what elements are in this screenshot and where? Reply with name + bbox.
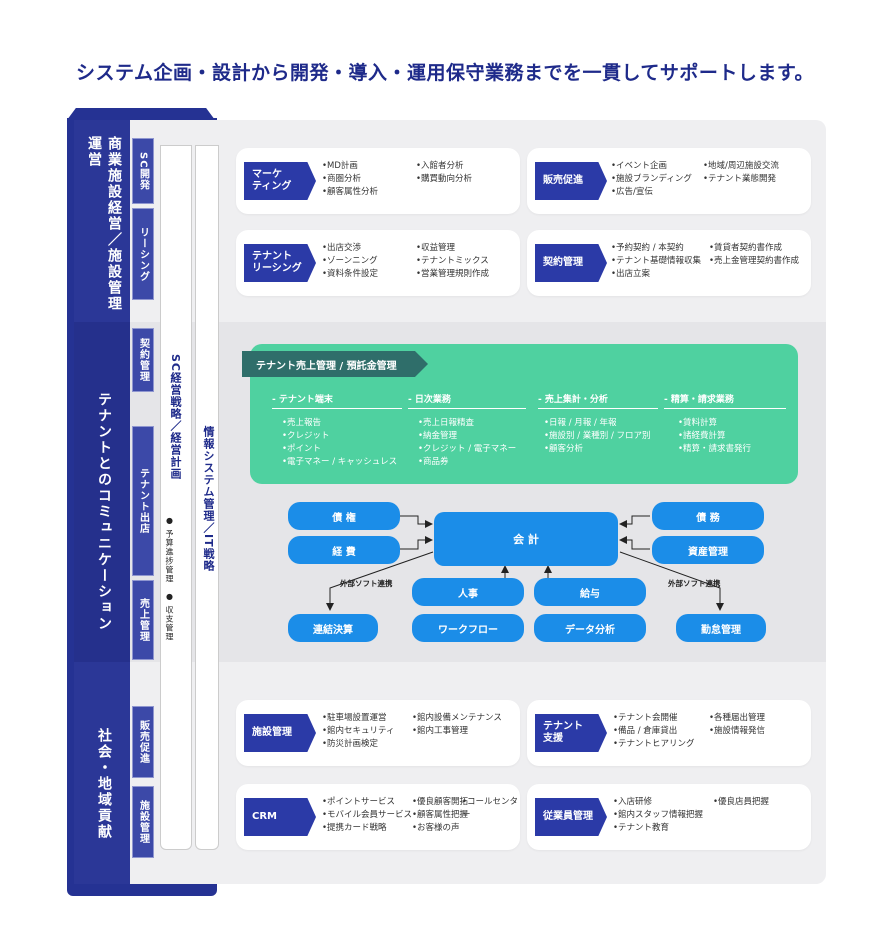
- node-payroll: 給与: [534, 578, 646, 606]
- card-tag: テナント リーシング: [244, 244, 316, 282]
- card-employee-management: 従業員管理 •入店研修•館内スタッフ情報把握•テナント教育 •優良店員把握: [527, 784, 811, 850]
- card-crm: CRM •ポイントサービス•モバイル会員サービス•提携カード戦略 •優良顧客開拓…: [236, 784, 520, 850]
- card-col2: •収益管理•テナントミックス•営業管理規則作成: [416, 243, 490, 279]
- card-col2: •入館者分析•購買動向分析: [416, 161, 473, 184]
- chevron-promotion: 販売促進: [132, 706, 154, 778]
- card-tenant-support: テナント 支援 •テナント会開催•備品 / 倉庫貸出•テナントヒアリング •各種…: [527, 700, 811, 766]
- chevron-sales: 売上管理: [132, 580, 154, 660]
- green-col-head: - テナント端末: [272, 392, 402, 409]
- card-col2: •各種届出管理•施設情報発信: [709, 713, 766, 736]
- node-attendance: 勤怠管理: [676, 614, 766, 642]
- card-tag: 契約管理: [535, 244, 607, 282]
- card-sales-promotion: 販売促進 •イベント企画•施設ブランディング•広告/宣伝 •地域/周辺施設交流•…: [527, 148, 811, 214]
- node-receivables: 債 権: [288, 502, 400, 530]
- it-column: 情報システム管理／IT戦略: [195, 145, 219, 850]
- sales-management-title: テナント売上管理 / 預託金管理: [242, 351, 428, 377]
- card-col1: •出店交渉•ゾーンニング•資料条件設定: [322, 243, 379, 279]
- green-col-head: - 精算・請求業務: [664, 392, 786, 409]
- frame-top: [67, 108, 215, 120]
- green-col-head: - 日次業務: [408, 392, 526, 409]
- section-tenant-communication: テナントとのコミュニケーション: [74, 322, 130, 662]
- card-col3: •コールセンター: [462, 797, 519, 820]
- strategy-item: ● 収支管理: [165, 592, 174, 642]
- node-consolidated-accounts: 連結決算: [288, 614, 378, 642]
- card-col1: •入店研修•館内スタッフ情報把握•テナント教育: [613, 797, 704, 833]
- green-col-list: •日報 / 月報 / 年報•施設別 / 業種別 / フロア別•顧客分析: [544, 418, 651, 454]
- card-tag: 従業員管理: [535, 798, 607, 836]
- card-tag: CRM: [244, 798, 316, 836]
- card-col1: •ポイントサービス•モバイル会員サービス•提携カード戦略: [322, 797, 413, 833]
- section-community: 社会・地域貢献: [74, 662, 130, 884]
- node-hr: 人事: [412, 578, 524, 606]
- card-facility-management: 施設管理 •駐車場設置運営•館内セキュリティ•防災計画検定 •館内設備メンテナン…: [236, 700, 520, 766]
- card-tenant-leasing: テナント リーシング •出店交渉•ゾーンニング•資料条件設定 •収益管理•テナン…: [236, 230, 520, 296]
- card-tag: マーケ ティング: [244, 162, 316, 200]
- card-col2: •賃貸者契約書作成•売上金管理契約書作成: [709, 243, 800, 266]
- node-workflow: ワークフロー: [412, 614, 524, 642]
- node-payables: 債 務: [652, 502, 764, 530]
- green-col-list: •売上報告•クレジット•ポイント•電子マネー / キャッシュレス: [282, 418, 398, 467]
- node-expenses: 経 費: [288, 536, 400, 564]
- node-data-analysis: データ分析: [534, 614, 646, 642]
- section-label: 社会・地域貢献: [96, 728, 112, 840]
- process-chevrons: SC開発 リーシング 契約管理 テナント出店 売上管理 販売促進 施設管理: [132, 138, 154, 860]
- chevron-tenant-opening: テナント出店: [132, 426, 154, 576]
- chevron-facility: 施設管理: [132, 786, 154, 858]
- chevron-contract: 契約管理: [132, 328, 154, 392]
- section-label: テナントとのコミュニケーション: [96, 392, 112, 632]
- card-col1: •テナント会開催•備品 / 倉庫貸出•テナントヒアリング: [613, 713, 695, 749]
- external-link-note: 外部ソフト連携: [340, 579, 393, 588]
- strategy-column: SC経営戦略／経営計画 ● 予算進捗管理 ● 収支管理: [160, 145, 192, 850]
- card-col2: •館内設備メンテナンス•館内工事管理: [412, 713, 502, 736]
- it-title: 情報システム管理／IT戦略: [202, 426, 215, 572]
- green-col-list: •売上日報精査•納金管理•クレジット / 電子マネー•商品券: [418, 418, 517, 467]
- card-col1: •駐車場設置運営•館内セキュリティ•防災計画検定: [322, 713, 395, 749]
- green-col-list: •賃料計算•諸経費計算•精算・請求書発行: [678, 418, 752, 454]
- chevron-sc-development: SC開発: [132, 138, 154, 204]
- section-management: 商業施設経営／施設管理運営: [74, 120, 130, 322]
- card-contract: 契約管理 •予約契約 / 本契約•テナント基礎情報収集•出店立案 •賃貸者契約書…: [527, 230, 811, 296]
- chevron-leasing: リーシング: [132, 208, 154, 300]
- page-title: システム企画・設計から開発・導入・運用保守業務までを一貫してサポートします。: [76, 62, 814, 84]
- section-label: 商業施設経営／施設管理運営: [86, 136, 122, 312]
- card-marketing: マーケ ティング •MD計画•商圏分析•顧客属性分析 •入館者分析•購買動向分析: [236, 148, 520, 214]
- card-col1: •MD計画•商圏分析•顧客属性分析: [322, 161, 379, 197]
- card-col1: •予約契約 / 本契約•テナント基礎情報収集•出店立案: [611, 243, 702, 279]
- node-asset-management: 資産管理: [652, 536, 764, 564]
- card-tag: 販売促進: [535, 162, 607, 200]
- external-link-note: 外部ソフト連携: [668, 579, 721, 588]
- card-col2: •優良店員把握: [713, 797, 770, 807]
- card-col2: •優良顧客開拓•顧客属性把握•お客様の声: [412, 797, 469, 833]
- card-tag: テナント 支援: [535, 714, 607, 752]
- strategy-item: ● 予算進捗管理: [165, 516, 174, 584]
- strategy-title: SC経営戦略／経営計画: [169, 354, 182, 480]
- green-col-head: - 売上集計・分析: [538, 392, 658, 409]
- card-col2: •地域/周辺施設交流•テナント業態開発: [703, 161, 779, 184]
- card-tag: 施設管理: [244, 714, 316, 752]
- node-accounting: 会 計: [434, 512, 618, 566]
- card-col1: •イベント企画•施設ブランディング•広告/宣伝: [611, 161, 692, 197]
